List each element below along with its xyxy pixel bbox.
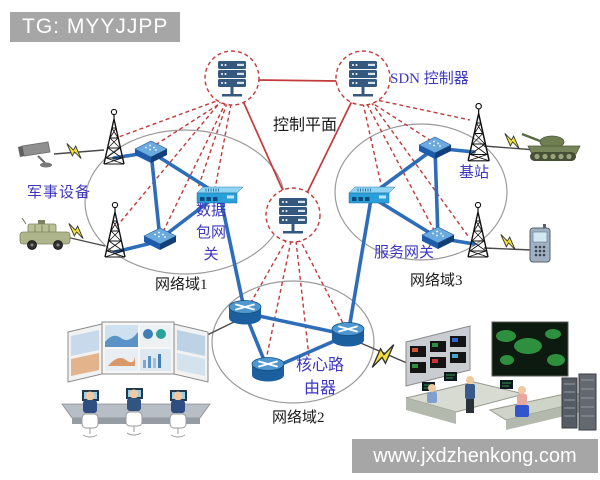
domain3-boundary — [334, 123, 508, 261]
domain3-label: 网络域3 — [410, 273, 463, 289]
military-vehicle-icon — [19, 217, 71, 250]
control-plane-links — [242, 79, 353, 194]
lightning-bolt-icon — [62, 141, 86, 161]
radio-tower-icon — [467, 201, 489, 258]
lightning-bolt-icon — [365, 341, 401, 371]
military-equipment-label: 军事设备 — [27, 185, 92, 201]
packet-gateway-label: 数据包网关 — [195, 203, 226, 263]
sdn-controller-icon — [335, 50, 391, 106]
service-gateway-icon — [348, 186, 396, 204]
control-room-left-illustration — [61, 321, 211, 438]
sdn-controller-icon — [265, 187, 321, 243]
domain1-label: 网络域1 — [155, 277, 208, 293]
domain2-label: 网络域2 — [272, 410, 325, 426]
core-router-icon — [251, 356, 285, 383]
control-plane-label: 控制平面 — [273, 117, 338, 134]
service-gateway-label: 服务网关 — [374, 245, 435, 261]
bottom-right-watermark: www.jxdzhenkong.com — [352, 439, 598, 473]
core-router-label: 核心路由器 — [295, 357, 344, 398]
top-left-watermark: TG: MYYJJPP — [10, 12, 181, 42]
sdn-controller-label: SDN 控制器 — [390, 71, 469, 87]
core-router-icon — [331, 321, 365, 348]
control-links — [115, 98, 471, 361]
tank-icon — [521, 132, 581, 161]
watermark-text: TG: MYYJJPP — [22, 15, 169, 38]
mobile-phone-icon — [529, 224, 551, 263]
base-station-label: 基站 — [459, 165, 490, 181]
sdn-controller-icon — [204, 50, 260, 106]
domain2-boundary — [211, 280, 375, 404]
control-room-right-illustration — [405, 321, 597, 431]
surveillance-camera-icon — [18, 141, 52, 168]
watermark-url: www.jxdzhenkong.com — [373, 444, 577, 467]
core-router-icon — [228, 299, 262, 326]
